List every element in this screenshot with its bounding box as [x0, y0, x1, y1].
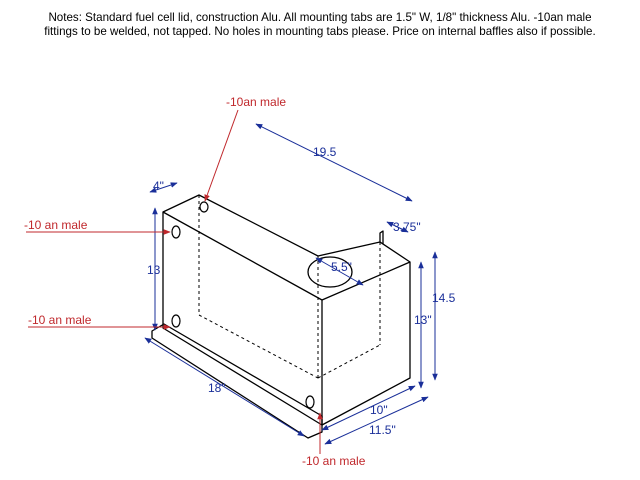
dim-tab-width: 3.75" [393, 220, 421, 234]
notes-line-1: Notes: Standard fuel cell lid, construct… [48, 11, 592, 24]
dim-line-base-width-outer [324, 396, 429, 445]
notes-line-2: fittings to be welded, not tapped. No ho… [44, 25, 596, 38]
dim-line-base-length [144, 337, 305, 437]
dim-line-hole-dia [315, 257, 364, 286]
dim-right-height: 13" [414, 313, 432, 327]
dim-base-length: 18" [208, 381, 226, 395]
dim-overall-height: 14.5 [432, 291, 456, 305]
callout-bottom: -10 an male [302, 454, 366, 468]
dim-base-width-outer: 11.5" [369, 423, 396, 437]
fitting-bottom [305, 395, 315, 409]
fitting-upper-left [171, 225, 181, 239]
dim-length-top: 19.5 [313, 145, 337, 159]
dim-line-tab-width [386, 221, 409, 233]
fitting-lower-left [171, 314, 181, 328]
dim-base-width-inner: 10" [370, 403, 388, 417]
hidden-edge-back-bottom [198, 314, 319, 379]
dimension-lines [144, 123, 438, 445]
hidden-edge-back-right [317, 344, 381, 379]
dim-left-height: 13 [147, 263, 161, 277]
fitting-top [199, 201, 209, 213]
mounting-tab-base [151, 323, 323, 439]
callout-top: -10an male [226, 95, 286, 109]
callout-leaders [26, 109, 323, 454]
dim-depth-top: 4" [153, 179, 164, 193]
callout-upper-left: -10 an male [24, 218, 88, 232]
tank-body [151, 194, 411, 439]
tank-front-face [162, 211, 323, 426]
dim-hole-dia: 5.5" [331, 260, 352, 274]
fittings [171, 201, 315, 409]
leader-top [204, 109, 239, 202]
dim-line-depth-top [149, 182, 178, 193]
mounting-tab-back [379, 230, 384, 244]
callout-lower-left: -10 an male [28, 313, 92, 327]
dim-line-length-top [255, 123, 413, 202]
